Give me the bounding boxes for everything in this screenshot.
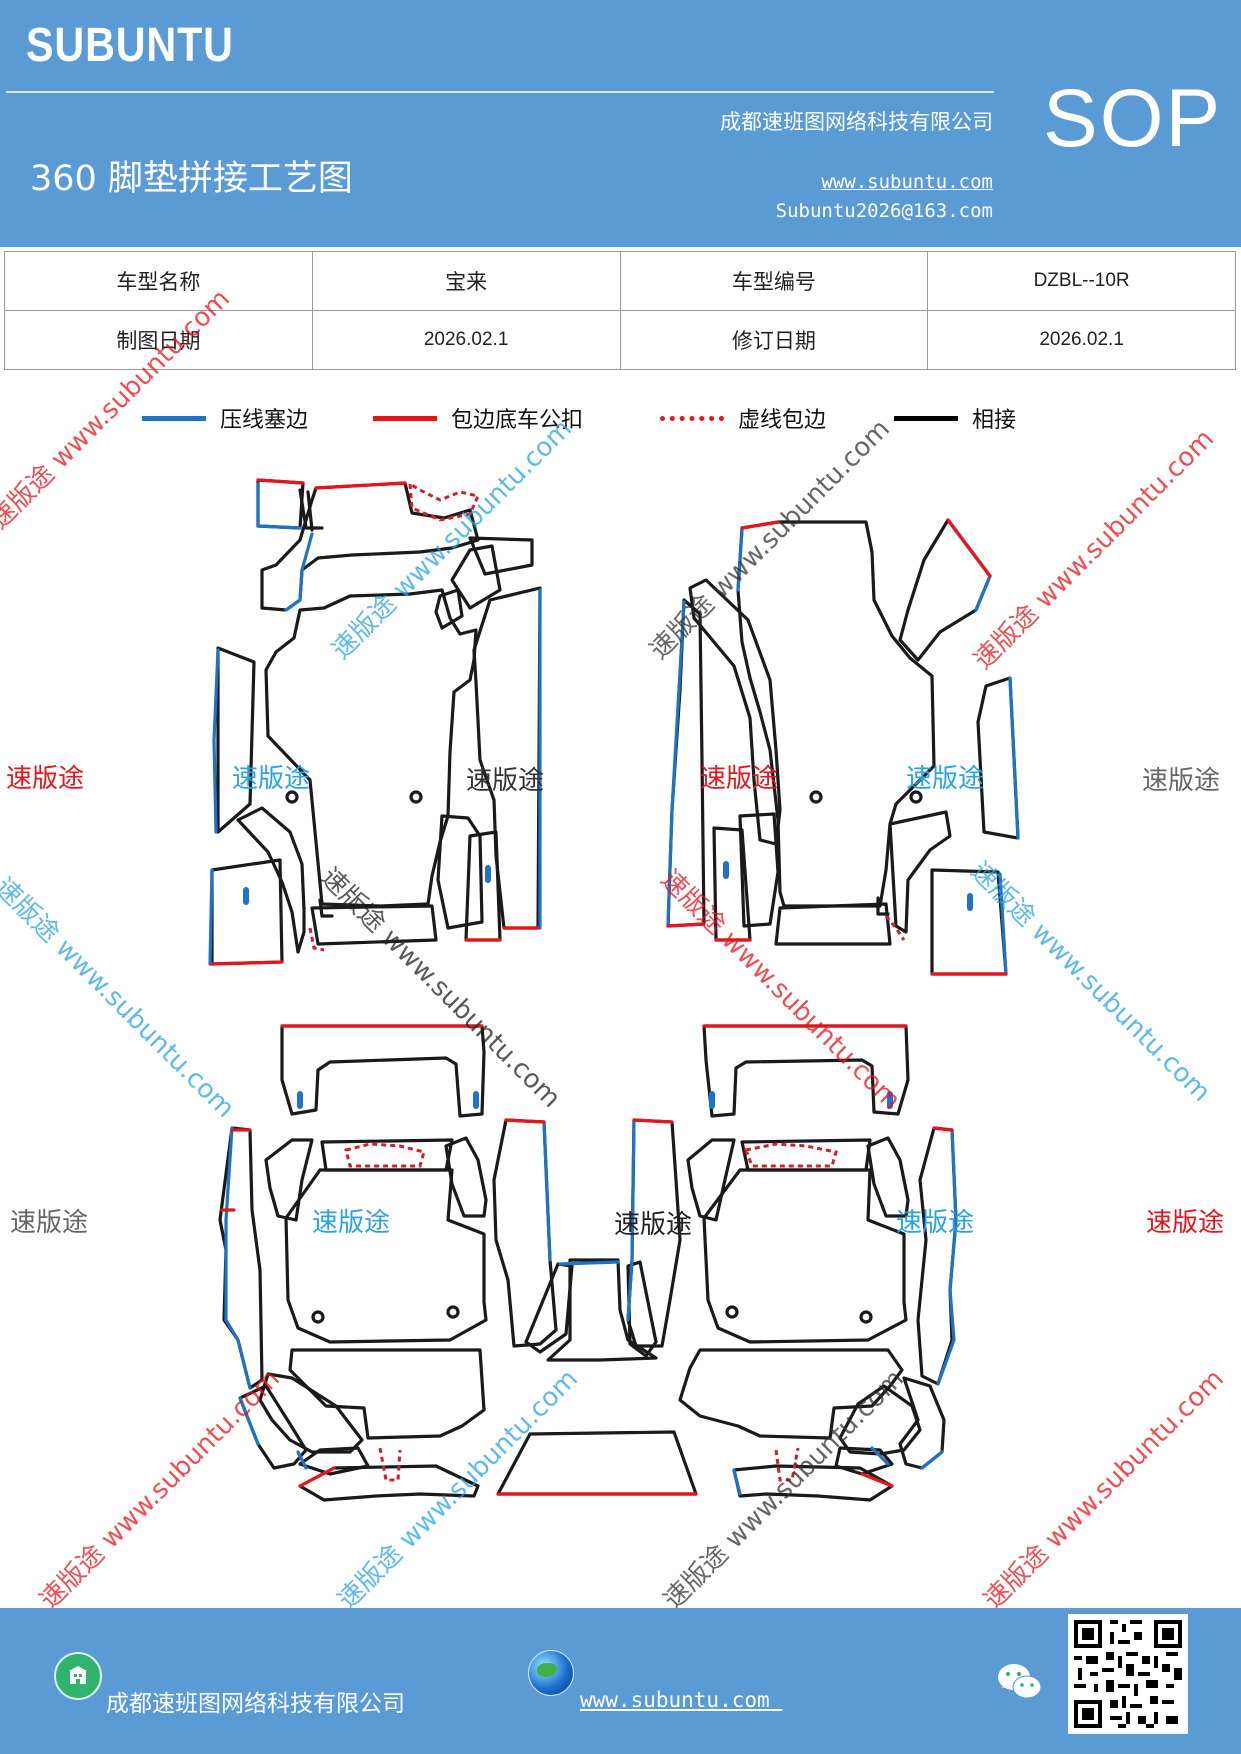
- mat-piece: [310, 904, 438, 946]
- mat-piece: [686, 1138, 736, 1222]
- mat-piece: [210, 858, 284, 966]
- legend-label: 相接: [972, 408, 1017, 433]
- mat-grommet: [409, 790, 423, 804]
- mat-piece: [888, 810, 952, 934]
- legend-label: 压线塞边: [220, 408, 309, 433]
- legend-swatch-red-dotted: [660, 415, 724, 421]
- mat-piece: [732, 1464, 894, 1502]
- mat-piece: [774, 902, 892, 946]
- watermark-text: 速版途: [896, 1208, 975, 1238]
- watermark-text: 速版途: [312, 1208, 391, 1238]
- mat-piece: [866, 1136, 910, 1218]
- rear-right-mat-group: [626, 1024, 958, 1502]
- label-drawing-date: 制图日期: [4, 310, 313, 370]
- building-icon: [69, 1666, 87, 1684]
- legend-swatch-blue: [142, 415, 206, 421]
- header-email: Subuntu2026@163.com: [775, 200, 993, 222]
- passenger-mat: [736, 520, 936, 908]
- page-title: 360 脚垫拼接工艺图: [30, 159, 353, 199]
- blue-edges: [208, 482, 1020, 1496]
- mat-grommet: [446, 1305, 460, 1319]
- clip-marks: [243, 861, 973, 1109]
- mat-grommet: [285, 790, 299, 804]
- watermark-text: 速版途: [1142, 766, 1221, 796]
- legend-item-press-line: 压线塞边: [142, 402, 308, 434]
- value-vehicle-code: DZBL--10R: [927, 251, 1236, 311]
- footer-website-link[interactable]: www.subuntu.com: [580, 1688, 783, 1712]
- mat-grommet: [859, 1310, 873, 1324]
- mat-piece: [740, 1138, 872, 1172]
- mat-piece: [702, 1024, 910, 1118]
- rear-left-mat: [284, 1168, 488, 1344]
- header-banner: SUBUNTU SOP 成都速班图网络科技有限公司 360 脚垫拼接工艺图 ww…: [0, 0, 1241, 247]
- mat-piece: [626, 1260, 658, 1358]
- sop-label: SOP: [1043, 73, 1223, 164]
- watermark-text: 速版途: [1146, 1208, 1225, 1238]
- legend: 压线塞边 包边底车公扣 虚线包边 相接: [0, 402, 1241, 442]
- value-drawing-date: 2026.02.1: [311, 310, 621, 370]
- mat-piece: [258, 1372, 364, 1454]
- legend-item-joined: 相接: [894, 402, 1016, 434]
- mat-grommet: [725, 1305, 739, 1319]
- wechat-icon[interactable]: [996, 1660, 1044, 1704]
- legend-swatch-red: [373, 415, 437, 421]
- watermark-text: 速版途: [700, 764, 779, 794]
- legend-item-dashed-wrap: 虚线包边: [660, 402, 826, 434]
- label-vehicle-name: 车型名称: [4, 251, 313, 311]
- dotted-edges: [308, 481, 906, 1482]
- floor-mat-diagram: [208, 478, 1020, 1502]
- footer-company: 成都速班图网络科技有限公司: [106, 1691, 405, 1717]
- company-icon: [54, 1652, 102, 1700]
- mat-piece: [236, 806, 306, 954]
- rear-right-mat: [702, 1168, 908, 1344]
- header-website-link[interactable]: www.subuntu.com: [821, 171, 993, 193]
- mat-piece: [450, 544, 502, 610]
- value-revision-date: 2026.02.1: [927, 310, 1236, 370]
- mat-piece: [216, 646, 256, 834]
- rear-center-mat-group: [496, 1258, 698, 1496]
- watermark-text: 速版途: [466, 766, 545, 796]
- mat-piece: [280, 1024, 486, 1118]
- mat-piece: [468, 536, 534, 576]
- legend-swatch-black: [894, 415, 958, 421]
- mat-piece: [838, 1384, 922, 1456]
- globe-icon: [528, 1650, 574, 1696]
- label-vehicle-code: 车型编号: [619, 251, 929, 311]
- mat-piece: [472, 586, 542, 930]
- front-left-mat-group: [210, 478, 542, 966]
- mat-grommet: [311, 1310, 325, 1324]
- mat-piece: [678, 1348, 904, 1440]
- label-revision-date: 修订日期: [619, 310, 929, 370]
- mat-piece: [738, 812, 780, 928]
- watermark-text: 速版途: [232, 764, 311, 794]
- mat-grommet: [809, 790, 823, 804]
- legend-label: 包边底车公扣: [451, 408, 584, 433]
- qr-code: [1068, 1614, 1188, 1734]
- mat-grommet: [909, 790, 923, 804]
- mat-piece: [288, 1348, 486, 1440]
- mat-piece: [298, 488, 324, 530]
- watermark-text: 速版途: [6, 764, 85, 794]
- mat-piece: [976, 676, 1020, 840]
- legend-item-wrap-edge: 包边底车公扣: [373, 402, 583, 434]
- mat-piece: [436, 814, 484, 930]
- watermark-text: 速版途: [906, 764, 985, 794]
- red-edges: [210, 478, 1008, 1496]
- brand-logo: SUBUNTU: [26, 19, 234, 72]
- mat-piece: [524, 1262, 574, 1354]
- table-row: 制图日期 2026.02.1 修订日期 2026.02.1: [4, 310, 1236, 370]
- legend-label: 虚线包边: [738, 408, 827, 433]
- tunnel-mat: [546, 1258, 658, 1362]
- mat-piece: [256, 478, 305, 530]
- footer-banner: 成都速班图网络科技有限公司 www.subuntu.com: [0, 1608, 1241, 1754]
- mat-piece: [444, 1136, 488, 1218]
- header-divider: [6, 91, 994, 93]
- watermark-text: 速版途: [614, 1210, 693, 1240]
- header-company: 成都速班图网络科技有限公司: [720, 110, 993, 134]
- value-vehicle-name: 宝来: [311, 251, 621, 311]
- mat-piece: [264, 1138, 314, 1222]
- watermark-text: 速版途: [10, 1208, 89, 1238]
- vehicle-info-table: 车型名称 宝来 车型编号 DZBL--10R 制图日期 2026.02.1 修订…: [4, 251, 1236, 370]
